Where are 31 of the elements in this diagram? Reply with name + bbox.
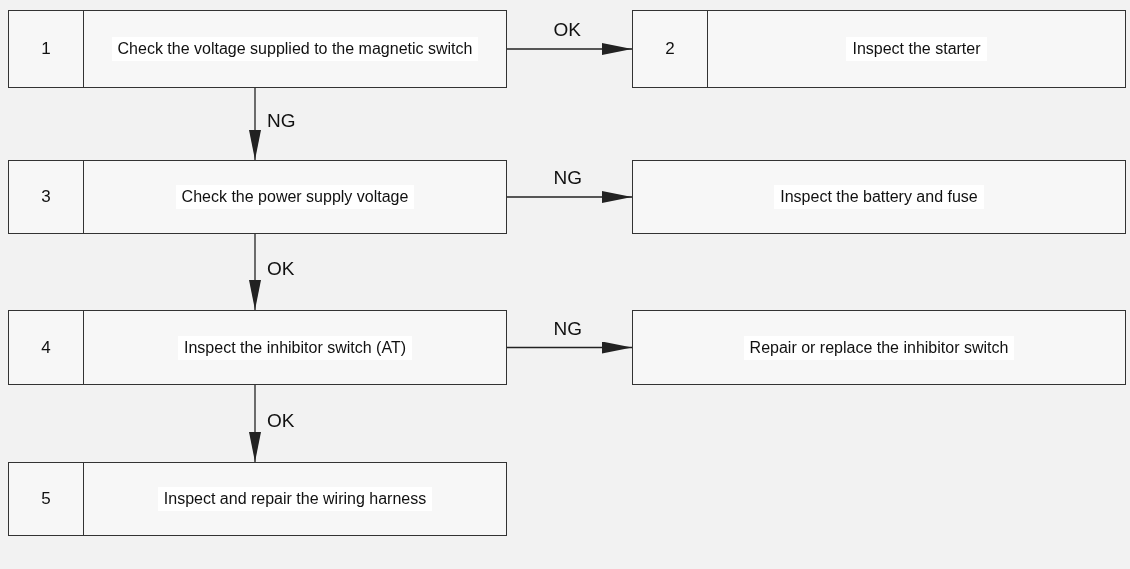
- edge-label: NG: [553, 317, 582, 340]
- step-number: 2: [665, 39, 675, 59]
- process-box: [632, 310, 1126, 385]
- step-text: Inspect the starter: [846, 37, 987, 61]
- edge-label: OK: [267, 258, 295, 280]
- arrow: [506, 191, 633, 203]
- process-box: [8, 160, 507, 234]
- arrow: [249, 384, 261, 463]
- arrow: [506, 341, 633, 354]
- step-text: Inspect and repair the wiring harness: [157, 487, 433, 511]
- step-text: Inspect the battery and fuse: [774, 185, 984, 209]
- arrow: [249, 87, 261, 161]
- step-text: Inspect the inhibitor switch (AT): [178, 335, 412, 360]
- process-box: [8, 10, 507, 88]
- step-text: Check the voltage supplied to the magnetic switch: [111, 37, 479, 61]
- arrow: [506, 43, 633, 55]
- edge-label: OK: [553, 19, 581, 41]
- step-number: 4: [41, 337, 51, 358]
- step-text: Repair or replace the inhibitor switch: [743, 335, 1015, 360]
- edge-label: NG: [267, 110, 296, 132]
- step-number: 1: [41, 39, 51, 59]
- step-number: 3: [41, 187, 51, 207]
- edge-label: OK: [267, 409, 295, 432]
- step-number: 5: [41, 489, 51, 509]
- arrow: [249, 233, 261, 311]
- process-box: [632, 10, 1126, 88]
- process-box: [8, 310, 507, 385]
- edge-label: NG: [553, 167, 582, 189]
- process-box: [632, 160, 1126, 234]
- step-text: Check the power supply voltage: [175, 185, 415, 209]
- process-box: [8, 462, 507, 536]
